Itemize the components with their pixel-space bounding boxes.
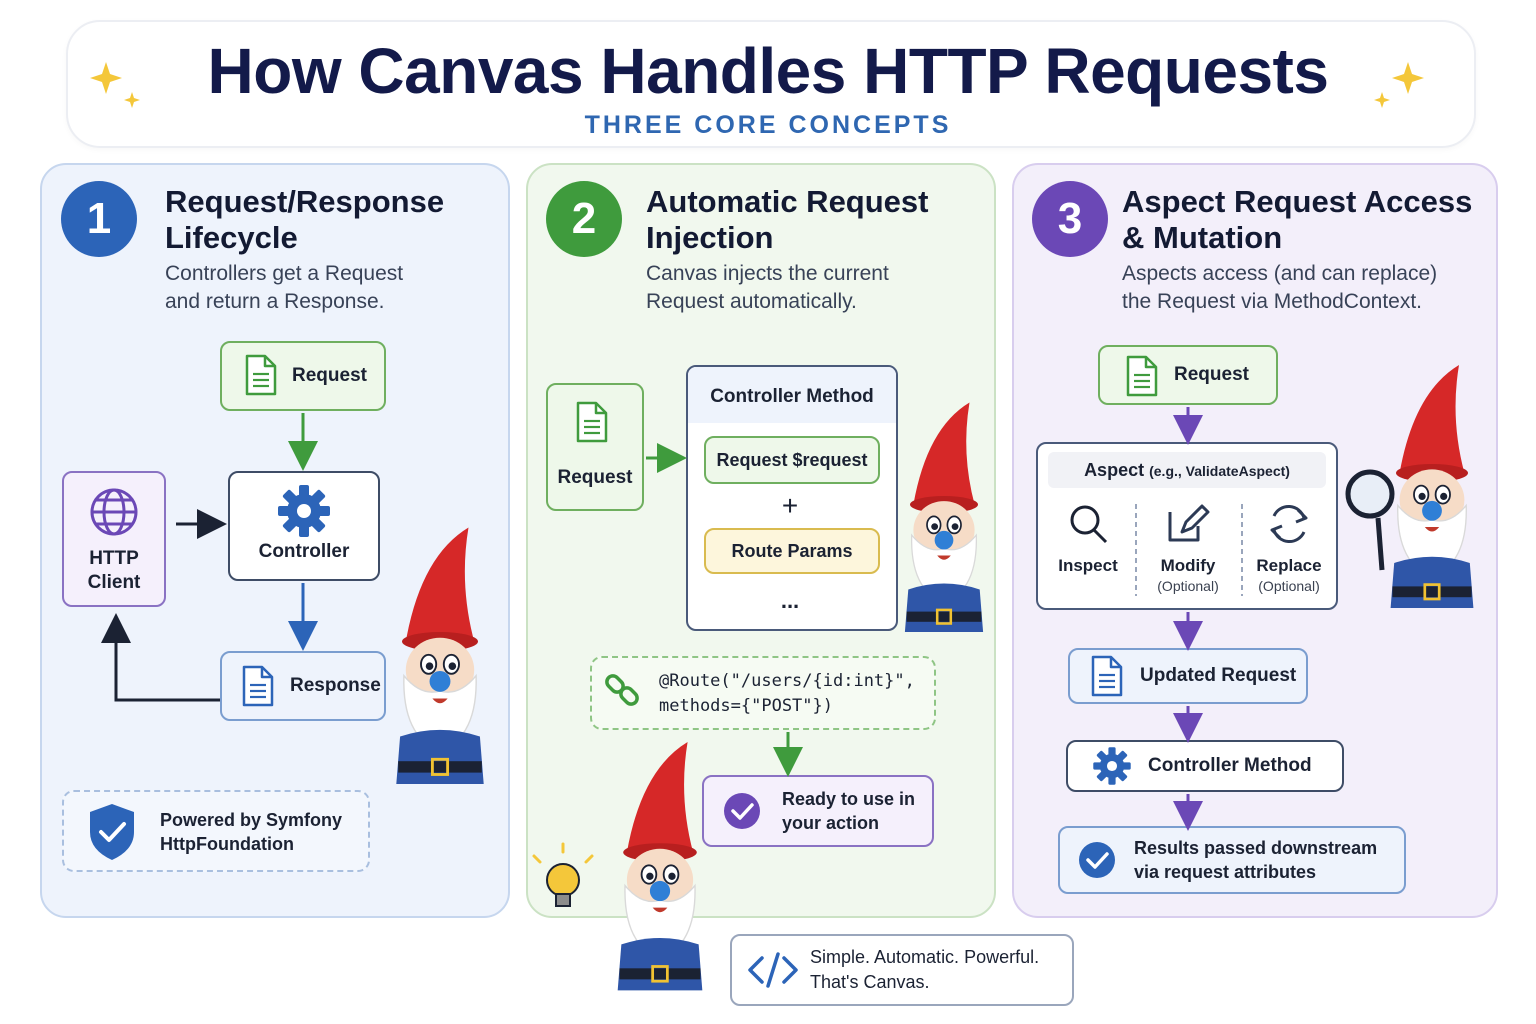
request-box-2: Request bbox=[546, 383, 644, 511]
inspect-label: Inspect bbox=[1058, 556, 1118, 575]
updated-request-box: Updated Request bbox=[1068, 648, 1308, 704]
replace-label: Replace(Optional) bbox=[1256, 556, 1322, 594]
aspect-header bbox=[1048, 452, 1326, 488]
sparkle-icon bbox=[90, 62, 1424, 108]
more-params-ellipsis: ... bbox=[780, 588, 800, 613]
controller-method-box-3: Controller Method bbox=[1066, 740, 1344, 792]
page-title: How Canvas Handles HTTP Requests bbox=[207, 35, 1329, 107]
route-params-pill: Route Params bbox=[704, 528, 880, 574]
footer-callout: Simple. Automatic. Powerful.That's Canva… bbox=[730, 934, 1074, 1006]
step-number-1: 1 bbox=[61, 181, 137, 257]
page-subtitle: THREE CORE CONCEPTS bbox=[584, 111, 952, 139]
plus-sign: + bbox=[781, 490, 799, 521]
request-box: Request bbox=[220, 341, 386, 411]
aspect-label: Aspect (e.g., ValidateAspect) bbox=[1084, 460, 1290, 480]
route-annotation-code: @Route("/users/{id:int}",methods={"POST"… bbox=[659, 671, 915, 716]
panel3-title: Aspect Request Access& Mutation bbox=[1122, 184, 1473, 255]
step-number-2: 2 bbox=[546, 181, 622, 257]
request-param-pill: Request $request bbox=[704, 436, 880, 484]
header-sparkles bbox=[90, 62, 1424, 108]
route-annotation-box bbox=[590, 656, 936, 730]
step-number-3: 3 bbox=[1032, 181, 1108, 257]
controller-method-label: Controller Method bbox=[710, 386, 874, 407]
modify-label: Modify(Optional) bbox=[1157, 556, 1219, 594]
panel3-description: Aspects access (and can replace)the Requ… bbox=[1122, 262, 1438, 313]
controller-method-header bbox=[688, 367, 896, 423]
response-box: Response bbox=[220, 651, 386, 721]
header-card bbox=[66, 20, 1476, 148]
request-box-3: Request bbox=[1098, 345, 1278, 405]
controller-box: Controller bbox=[228, 471, 380, 581]
